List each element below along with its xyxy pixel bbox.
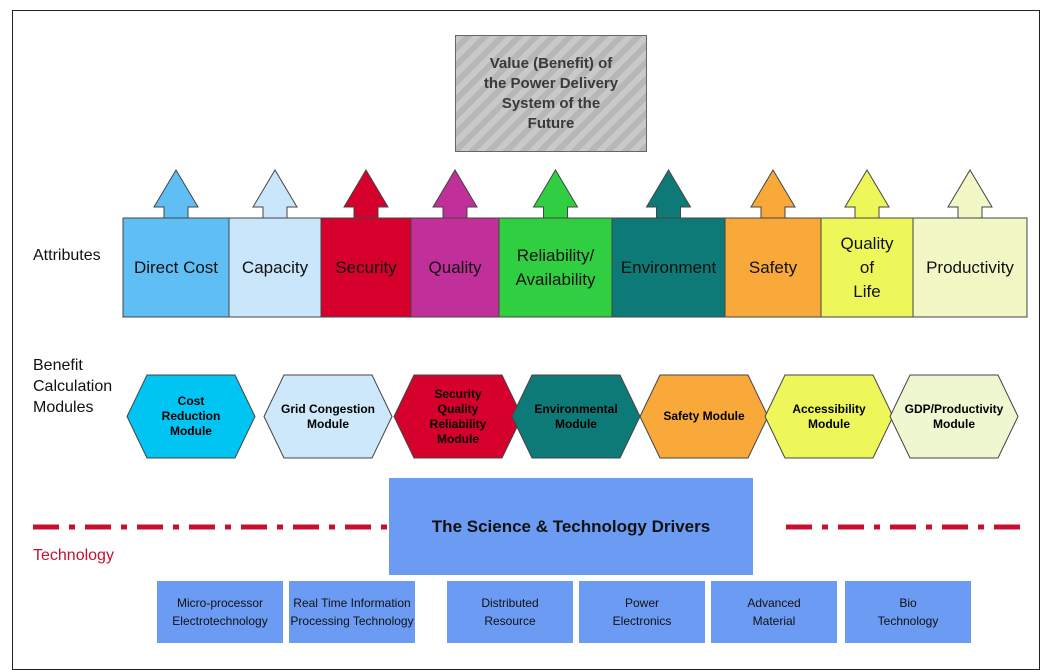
module-label: Cost Reduction Module bbox=[161, 394, 221, 438]
attribute-label: Direct Cost bbox=[133, 257, 219, 277]
attribute-column bbox=[611, 217, 726, 318]
module-label: Safety Module bbox=[663, 409, 745, 423]
attribute-column bbox=[320, 217, 412, 318]
attribute-arrow-icon bbox=[645, 169, 692, 219]
attribute-arrow-icon bbox=[252, 169, 298, 219]
attribute-column bbox=[912, 217, 1028, 318]
attribute-column bbox=[122, 217, 230, 318]
attribute-label: Safety bbox=[748, 257, 798, 277]
value-benefit-text: Value (Benefit) of the Power Delivery Sy… bbox=[483, 54, 619, 132]
module-hexagon bbox=[889, 374, 1019, 459]
attribute-label: Productivity bbox=[926, 257, 1014, 277]
attribute-arrow-icon bbox=[947, 169, 993, 219]
technology-box: Distributed Resource bbox=[447, 581, 573, 643]
attribute-arrow-icon bbox=[343, 169, 389, 219]
module-label: Accessibility Module bbox=[792, 401, 866, 431]
science-technology-drivers-box: The Science & Technology Drivers bbox=[389, 478, 753, 575]
attributes-label: Attributes bbox=[33, 247, 101, 264]
attribute-label: Security bbox=[335, 257, 397, 277]
technology-box: Micro-processor Electrotechnology bbox=[157, 581, 283, 643]
attribute-arrow-icon bbox=[432, 169, 478, 219]
attribute-column bbox=[724, 217, 822, 318]
modules-label: Benefit Calculation Modules bbox=[33, 357, 113, 416]
attribute-label: Capacity bbox=[241, 257, 309, 277]
technology-box: Power Electronics bbox=[579, 581, 705, 643]
module-hexagon bbox=[126, 374, 256, 459]
attribute-arrow-icon bbox=[844, 169, 890, 219]
value-benefit-box: Value (Benefit) of the Power Delivery Sy… bbox=[455, 35, 647, 152]
attribute-label: Quality of Life bbox=[840, 233, 894, 301]
attribute-column bbox=[498, 217, 613, 318]
attribute-label: Reliability/ Availability bbox=[515, 245, 596, 289]
module-hexagon bbox=[263, 374, 393, 459]
attribute-label: Environment bbox=[620, 257, 717, 277]
technology-box: Bio Technology bbox=[845, 581, 971, 643]
module-label: Security Quality Reliability Module bbox=[429, 386, 487, 446]
technology-label: Technology bbox=[33, 547, 114, 564]
module-label: Environmental Module bbox=[534, 401, 618, 431]
technology-box: Advanced Material bbox=[711, 581, 837, 643]
attribute-arrow-icon bbox=[153, 169, 199, 219]
attribute-arrow-icon bbox=[532, 169, 579, 219]
drivers-label: The Science & Technology Drivers bbox=[431, 516, 711, 536]
module-label: GDP/Productivity Module bbox=[904, 401, 1004, 431]
attribute-label: Quality bbox=[428, 257, 482, 277]
attribute-column bbox=[228, 217, 322, 318]
attribute-column bbox=[820, 217, 914, 318]
technology-box: Real Time Information Processing Technol… bbox=[289, 581, 415, 643]
attribute-arrow-icon bbox=[750, 169, 796, 219]
module-label: Grid Congestion Module bbox=[281, 401, 375, 431]
